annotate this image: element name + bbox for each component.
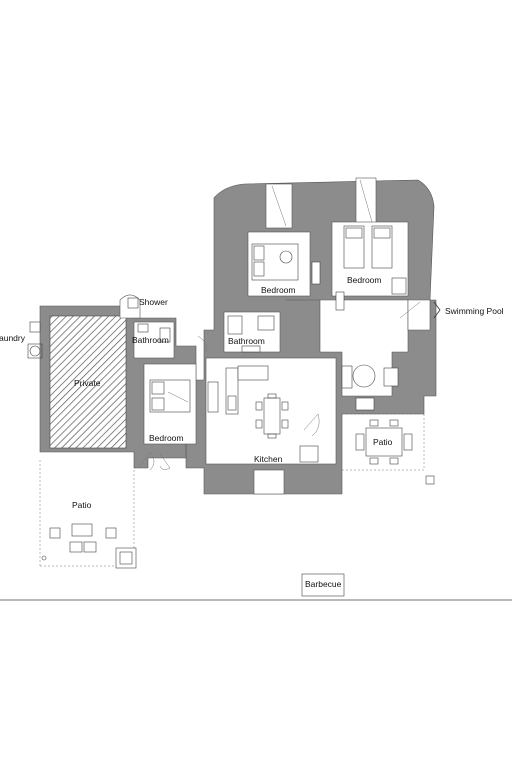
label-swimming-pool: Swimming Pool [445, 306, 504, 316]
center-bathroom-fixtures [227, 315, 275, 353]
label-bathroom-center: Bathroom [228, 336, 265, 346]
beds-right [335, 225, 407, 311]
label-bathroom-left: Bathroom [132, 335, 169, 345]
label-laundry: aundry [0, 333, 26, 343]
right-patio [342, 413, 435, 485]
label-shower: Shower [139, 297, 168, 307]
north-windows [265, 177, 377, 229]
left-patio [39, 460, 137, 569]
label-bedroom-left: Bedroom [149, 433, 184, 443]
private-hatched-area [49, 315, 127, 449]
label-patio-right: Patio [373, 437, 393, 447]
pool-arrow-icon [433, 301, 441, 319]
label-patio-left: Patio [72, 500, 92, 510]
kitchen-furniture [225, 365, 320, 463]
label-bedroom-top: Bedroom [261, 285, 296, 295]
bed-top [251, 243, 321, 285]
barbecue-box [301, 573, 345, 597]
label-private: Private [74, 378, 101, 388]
door-swings [139, 335, 207, 471]
label-kitchen: Kitchen [254, 454, 283, 464]
label-bedroom-right: Bedroom [347, 275, 382, 285]
living-furniture [341, 364, 399, 411]
label-barbecue: Barbecue [305, 579, 342, 589]
bed-left [149, 379, 191, 413]
